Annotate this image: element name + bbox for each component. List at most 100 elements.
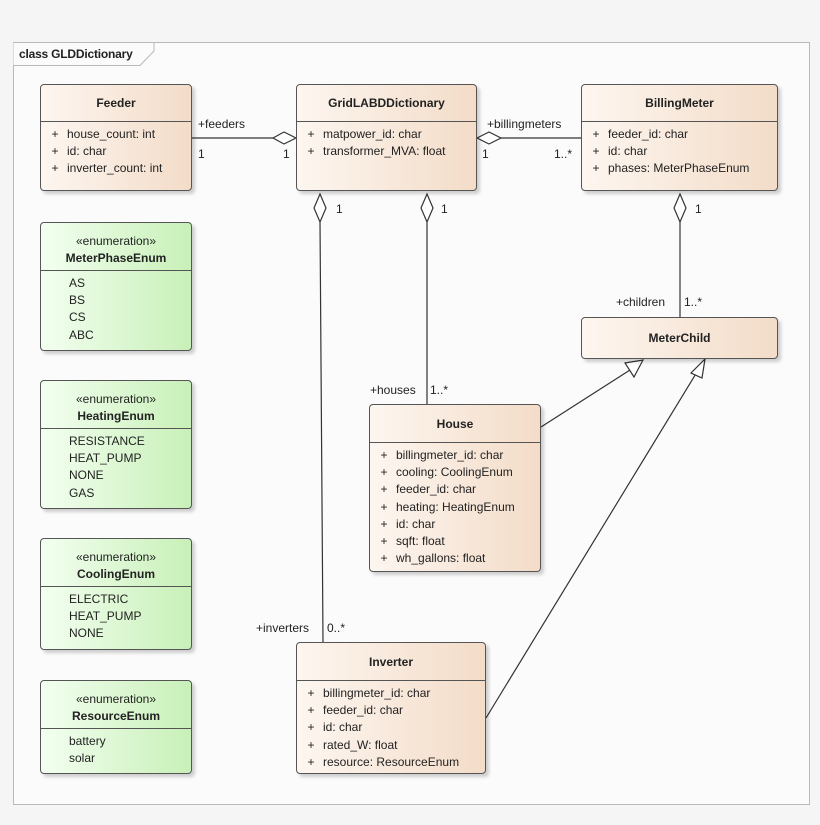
resource-literals: battery solar — [41, 729, 191, 767]
billingmeter-class-name: BillingMeter — [645, 96, 714, 110]
feeder-class[interactable]: Feeder +house_count: int +id: char +inve… — [40, 84, 192, 191]
resource-enum-header: «enumeration» ResourceEnum — [41, 681, 191, 729]
attribute: +feeder_id: char — [380, 482, 477, 497]
inverters-multiplicity: 0..* — [327, 621, 346, 635]
gridlabd-dictionary-attributes: +matpower_id: char +transformer_MVA: flo… — [297, 122, 476, 160]
inverters-multiplicity-dictionary: 1 — [336, 202, 343, 216]
meterphase-enum[interactable]: «enumeration» MeterPhaseEnum AS BS CS AB… — [40, 222, 192, 351]
attribute: +feeder_id: char — [592, 127, 689, 141]
heating-enum-name: HeatingEnum — [77, 409, 155, 423]
inverters-aggregation-diamond — [313, 192, 327, 224]
enum-literal: HEAT_PUMP — [69, 451, 142, 466]
attribute: +heating: HeatingEnum — [380, 499, 515, 514]
enum-stereotype: «enumeration» — [75, 392, 157, 406]
house-class-name: House — [436, 417, 474, 431]
children-multiplicity: 1..* — [684, 295, 703, 309]
houses-role-label: +houses — [370, 383, 416, 397]
meterphase-enum-name: MeterPhaseEnum — [65, 251, 167, 265]
heating-enum-header: «enumeration» HeatingEnum — [41, 381, 191, 429]
inverter-generalization-arrow — [689, 357, 706, 379]
frame-title-tab: class GLDDictionary — [13, 42, 155, 66]
meterphase-enum-header: «enumeration» MeterPhaseEnum — [41, 223, 191, 271]
attribute: +house_count: int — [51, 127, 156, 141]
frame-title: class GLDDictionary — [19, 47, 133, 61]
inverter-class-header: Inverter — [297, 643, 485, 681]
resource-enum[interactable]: «enumeration» ResourceEnum battery solar — [40, 680, 192, 774]
attribute: +phases: MeterPhaseEnum — [592, 161, 750, 176]
inverter-class[interactable]: Inverter +billingmeter_id: char +feeder_… — [296, 642, 486, 774]
inverter-class-name: Inverter — [368, 655, 414, 669]
feeders-multiplicity-dictionary: 1 — [283, 147, 290, 161]
attribute: +id: char — [380, 516, 436, 531]
houses-multiplicity: 1..* — [430, 383, 449, 397]
attribute: +resource: ResourceEnum — [307, 754, 460, 769]
meterphase-literals: AS BS CS ABC — [41, 271, 191, 344]
feeders-multiplicity-feeder: 1 — [198, 147, 205, 161]
feeder-attributes: +house_count: int +id: char +inverter_co… — [41, 122, 191, 178]
enum-literal: BS — [69, 293, 86, 308]
house-generalization — [540, 369, 631, 428]
enum-literal: RESISTANCE — [69, 434, 145, 448]
billingmeters-multiplicity-meter: 1..* — [554, 147, 573, 161]
house-class[interactable]: House +billingmeter_id: char +cooling: C… — [369, 404, 541, 572]
enum-literal: ELECTRIC — [69, 592, 129, 606]
cooling-literals: ELECTRIC HEAT_PUMP NONE — [41, 587, 191, 643]
attribute: +id: char — [307, 720, 363, 735]
enum-literal: solar — [69, 751, 96, 766]
attribute: +inverter_count: int — [51, 161, 163, 176]
houses-multiplicity-dictionary: 1 — [441, 202, 448, 216]
heating-literals: RESISTANCE HEAT_PUMP NONE GAS — [41, 429, 191, 502]
children-aggregation-diamond — [673, 192, 687, 224]
enum-literal: NONE — [69, 468, 104, 483]
attribute: +id: char — [592, 144, 648, 159]
attribute: +wh_gallons: float — [380, 551, 486, 566]
cooling-enum-name: CoolingEnum — [77, 567, 155, 581]
house-generalization-arrow — [624, 359, 645, 379]
resource-enum-name: ResourceEnum — [71, 709, 161, 723]
billingmeter-class[interactable]: BillingMeter +feeder_id: char +id: char … — [581, 84, 778, 191]
attribute: +billingmeter_id: char — [307, 686, 431, 700]
children-role-label: +children — [616, 295, 666, 309]
gridlabd-dictionary-class-name: GridLABDDictionary — [328, 96, 445, 110]
billingmeters-multiplicity-dictionary: 1 — [482, 147, 489, 161]
enum-literal: battery — [69, 734, 106, 748]
enum-literal: NONE — [69, 626, 104, 641]
house-attributes: +billingmeter_id: char +cooling: Cooling… — [370, 443, 540, 567]
meterchild-class-header: MeterChild — [582, 318, 777, 358]
attribute: +cooling: CoolingEnum — [380, 465, 513, 480]
billingmeters-aggregation-diamond — [475, 131, 503, 145]
enum-literal: GAS — [69, 485, 95, 500]
enum-stereotype: «enumeration» — [75, 692, 157, 706]
feeders-role-label: +feeders — [198, 117, 246, 131]
inverters-association — [319, 221, 324, 643]
enum-literal: CS — [69, 310, 86, 325]
heating-enum[interactable]: «enumeration» HeatingEnum RESISTANCE HEA… — [40, 380, 192, 509]
feeders-aggregation-diamond — [271, 131, 298, 145]
gridlabd-dictionary-class[interactable]: GridLABDDictionary +matpower_id: char +t… — [296, 84, 477, 191]
inverter-attributes: +billingmeter_id: char +feeder_id: char … — [297, 681, 485, 771]
attribute: +sqft: float — [380, 534, 445, 549]
houses-aggregation-diamond — [420, 192, 434, 224]
attribute: +matpower_id: char — [307, 127, 422, 141]
cooling-enum-header: «enumeration» CoolingEnum — [41, 539, 191, 587]
enum-stereotype: «enumeration» — [75, 234, 157, 248]
attribute: +transformer_MVA: float — [307, 144, 446, 159]
enum-literal: ABC — [69, 327, 94, 342]
enum-stereotype: «enumeration» — [75, 550, 157, 564]
inverter-generalization — [485, 371, 698, 719]
meterchild-class[interactable]: MeterChild — [581, 317, 778, 359]
cooling-enum[interactable]: «enumeration» CoolingEnum ELECTRIC HEAT_… — [40, 538, 192, 650]
house-class-header: House — [370, 405, 540, 443]
enum-literal: AS — [69, 276, 86, 290]
feeder-class-name: Feeder — [96, 96, 136, 110]
feeder-class-header: Feeder — [41, 85, 191, 122]
attribute: +rated_W: float — [307, 737, 398, 752]
children-multiplicity-meter: 1 — [695, 202, 702, 216]
inverters-role-label: +inverters — [256, 621, 310, 635]
attribute: +id: char — [51, 144, 107, 159]
attribute: +feeder_id: char — [307, 703, 404, 718]
meterchild-class-name: MeterChild — [648, 331, 711, 345]
billingmeter-attributes: +feeder_id: char +id: char +phases: Mete… — [582, 122, 777, 178]
enum-literal: HEAT_PUMP — [69, 609, 142, 624]
gridlabd-dictionary-class-header: GridLABDDictionary — [297, 85, 476, 122]
